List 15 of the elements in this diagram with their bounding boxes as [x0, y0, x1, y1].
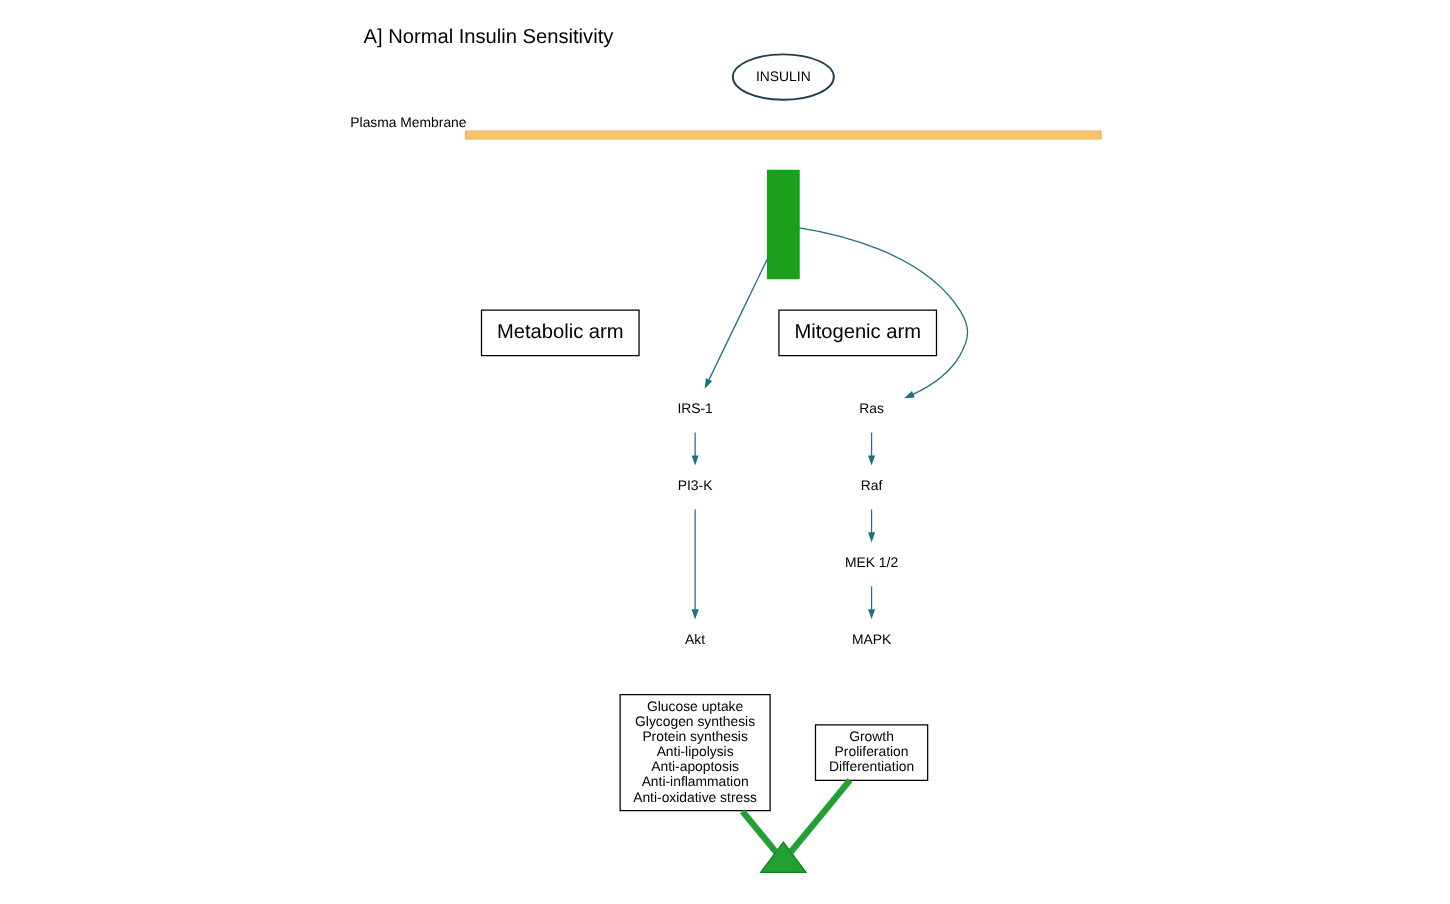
- node-box: Metabolic arm: [479, 309, 639, 357]
- arrow: [703, 257, 768, 389]
- node-bar: [464, 130, 1101, 140]
- diagram-title: A] Normal Insulin Sensitivity: [362, 26, 613, 49]
- connector: [738, 809, 778, 854]
- arrow: [867, 508, 875, 543]
- arrow: [690, 508, 698, 620]
- arrow: [867, 585, 875, 620]
- arrow: [797, 227, 968, 399]
- connector: [787, 778, 852, 854]
- arrow: [867, 431, 875, 466]
- node-box: Mitogenic arm: [777, 309, 937, 357]
- node-bar: [765, 169, 799, 280]
- node-triangle: [758, 841, 807, 873]
- arrow: [690, 431, 698, 466]
